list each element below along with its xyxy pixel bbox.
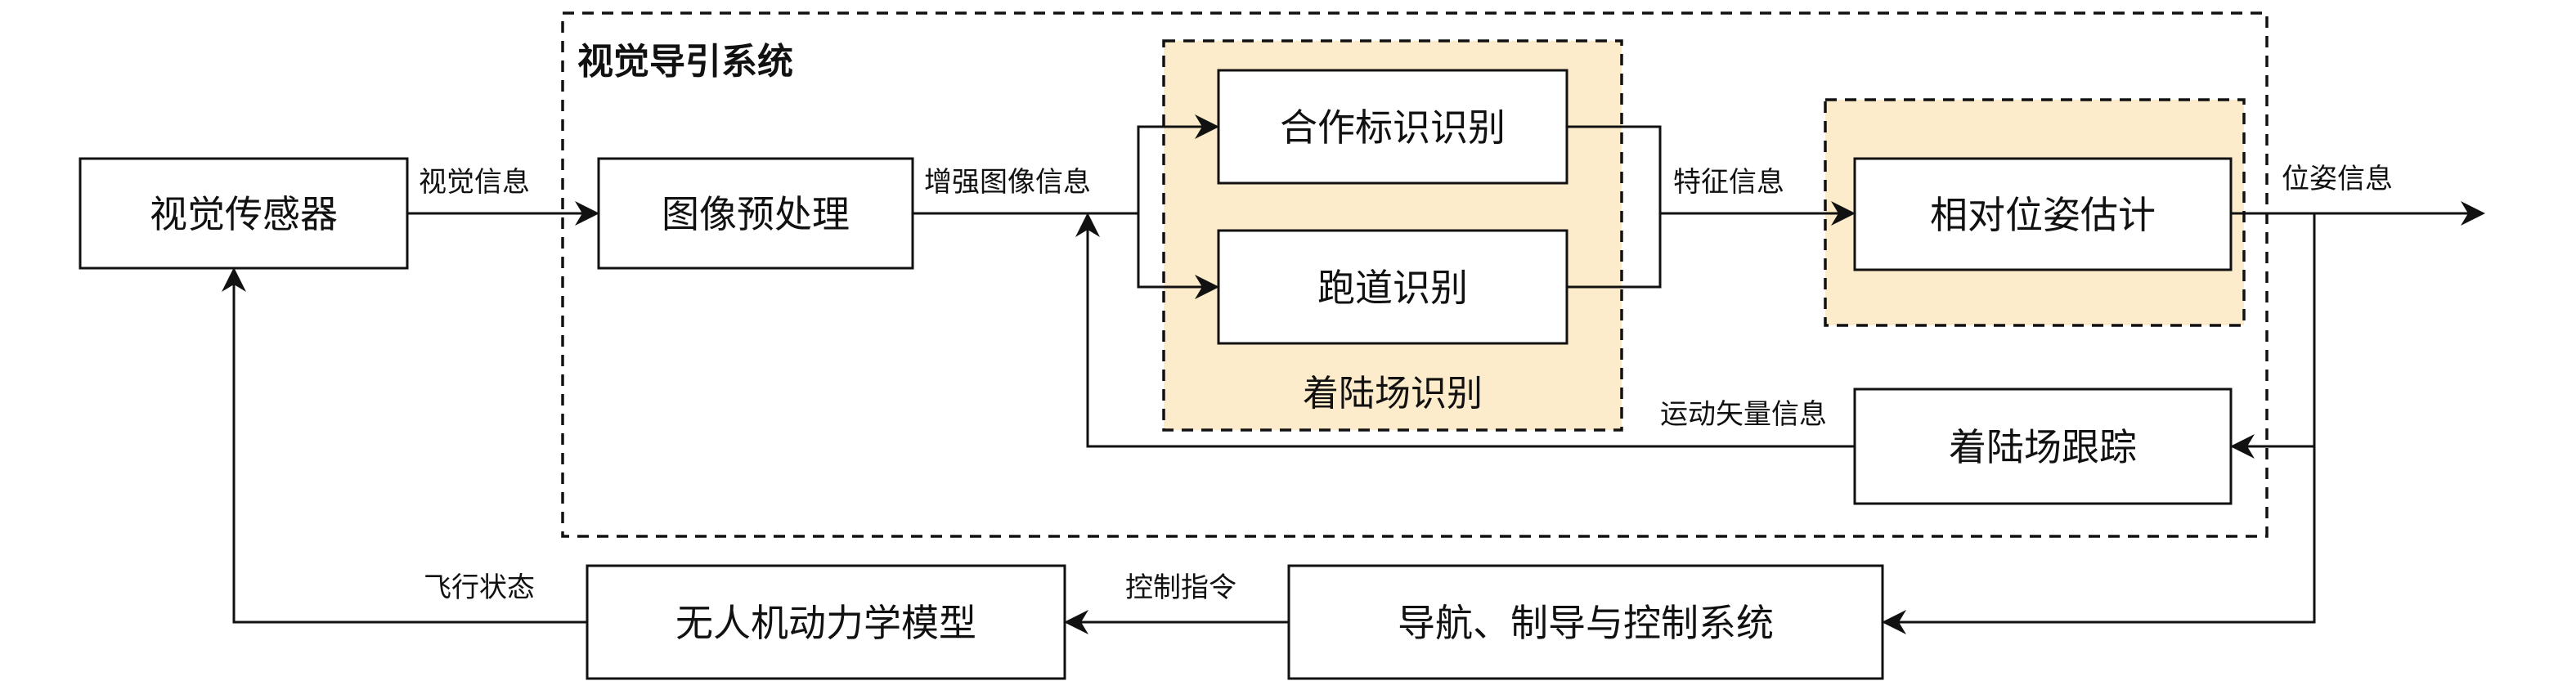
tracking-label: 着陆场跟踪 xyxy=(1949,425,2137,469)
sensor-label: 视觉传感器 xyxy=(150,192,338,236)
arrow-flight-state xyxy=(222,267,587,624)
uav-box xyxy=(586,564,1066,680)
arrow-to-gnc xyxy=(1882,446,2316,634)
tracking-box xyxy=(1853,388,2233,505)
label-feature-info: 特征信息 xyxy=(1673,166,1784,199)
label-flight-state: 飞行状态 xyxy=(424,571,535,604)
label-enhanced-image: 增强图像信息 xyxy=(924,166,1091,199)
marker-label: 合作标识识别 xyxy=(1280,105,1506,150)
arrow-motion-vector xyxy=(1075,213,1855,448)
system-title: 视觉导引系统 xyxy=(577,41,793,83)
label-motion-vector: 运动矢量信息 xyxy=(1660,398,1827,431)
label-control-cmd: 控制指令 xyxy=(1125,571,1236,604)
landing-recognition-label: 着陆场识别 xyxy=(1303,373,1483,414)
gnc-label: 导航、制导与控制系统 xyxy=(1398,601,1774,645)
preprocess-label: 图像预处理 xyxy=(662,192,850,236)
gnc-box xyxy=(1287,564,1884,680)
uav-label: 无人机动力学模型 xyxy=(675,601,976,645)
line-marker-merge xyxy=(1567,125,1662,213)
arrow-to-marker xyxy=(1137,114,1219,213)
line-runway-merge xyxy=(1567,213,1662,289)
label-visual-info: 视觉信息 xyxy=(419,166,530,199)
pose-label: 相对位姿估计 xyxy=(1930,193,2156,237)
sensor-box xyxy=(79,157,409,270)
preprocess-box xyxy=(597,157,914,270)
runway-label: 跑道识别 xyxy=(1317,266,1468,310)
label-pose-info: 位姿信息 xyxy=(2282,163,2393,195)
arrow-to-runway xyxy=(1137,213,1219,299)
vision-guidance-frame xyxy=(561,11,2269,538)
